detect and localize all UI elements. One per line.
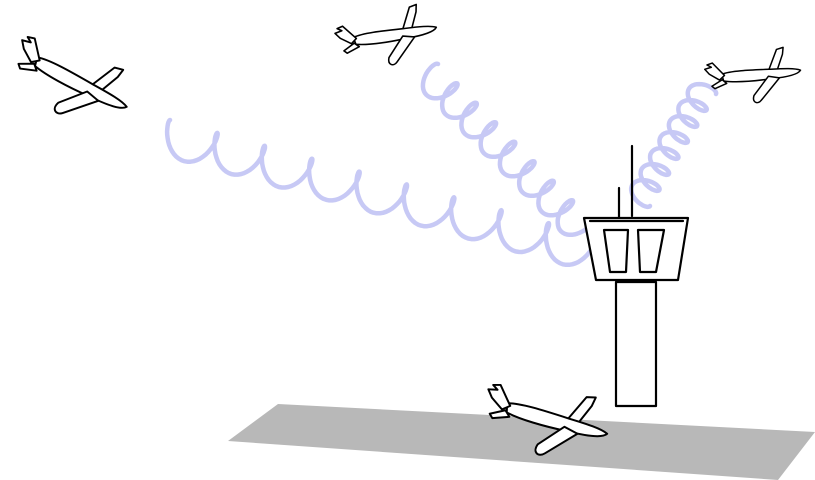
airplane-icon-top — [333, 2, 442, 74]
airplane-icon-left — [0, 24, 140, 139]
radio-wave-left — [167, 120, 596, 265]
radio-wave-right — [631, 84, 716, 207]
control-tower-icon — [584, 146, 688, 406]
airplane-icon-right — [703, 46, 803, 108]
